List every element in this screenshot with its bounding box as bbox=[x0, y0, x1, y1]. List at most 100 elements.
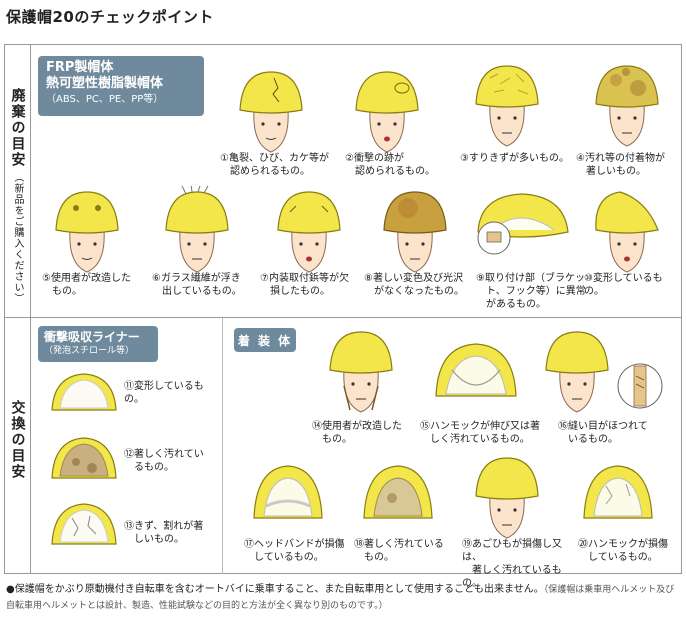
check-19-line1: あごひもが損傷し又は、 bbox=[462, 539, 562, 563]
helmet-deformed-illustration bbox=[595, 191, 659, 273]
check-16-line2: いるもの。 bbox=[568, 434, 618, 445]
check-19-caption: ⑲あごひもが損傷し又は、 著しく汚れているもの。 bbox=[462, 538, 578, 590]
page-title: 保護帽20のチェックポイント bbox=[6, 8, 214, 26]
helmet-dirty-illustration bbox=[595, 65, 659, 147]
check-6-line1: ガラス繊維が浮き bbox=[160, 273, 241, 284]
check-19-number: ⑲ bbox=[462, 539, 472, 550]
check-13-number: ⑬ bbox=[124, 521, 134, 532]
check-17-caption: ⑰ヘッドバンドが損傷 しているもの。 bbox=[244, 538, 352, 564]
wear-modified-illustration bbox=[329, 331, 393, 413]
frp-badge-line1: FRP製帽体 bbox=[46, 60, 114, 75]
check-3-number: ③ bbox=[460, 153, 469, 164]
check-5-caption: ⑤使用者が改造した もの。 bbox=[42, 272, 146, 298]
check-9-line1: 取り付け部（ブラケッ bbox=[484, 273, 585, 284]
side-divider bbox=[30, 44, 31, 574]
wear-chinstrap-illustration bbox=[475, 457, 539, 539]
check-14-number: ⑭ bbox=[312, 421, 322, 432]
side-label-dispose-sub: （新品をご購入ください） bbox=[12, 172, 23, 304]
check-20-line2: しているもの。 bbox=[588, 552, 658, 563]
check-1-line1: 亀裂、ひび、カケ等が bbox=[228, 153, 329, 164]
side-label-dispose: 廃棄の目安 （新品をご購入ください） bbox=[5, 88, 30, 304]
liner-badge: 衝撃吸収ライナー （発泡スチロール等） bbox=[38, 326, 158, 362]
check-8-caption: ⑧著しい変色及び光沢 がなくなったもの。 bbox=[364, 272, 474, 298]
footer-note: ●保護帽をかぶり原動機付き自転車を含むオートバイに乗車すること、また自転車用とし… bbox=[6, 582, 682, 614]
liner-deformed-illustration bbox=[51, 373, 117, 411]
check-18-line2: もの。 bbox=[364, 552, 394, 563]
footer-aside: （保護帽は乗車用ヘルメット及び自転車用ヘルメットとは設計、製造、性能試験などの目… bbox=[6, 585, 675, 611]
check-6-caption: ⑥ガラス繊維が浮き 出しているもの。 bbox=[152, 272, 258, 298]
check-15-caption: ⑮ハンモックが伸び又は著 しく汚れているもの。 bbox=[420, 420, 544, 446]
check-3-caption: ③すりきずが多いもの。 bbox=[460, 152, 570, 165]
check-8-line1: 著しい変色及び光沢 bbox=[372, 273, 463, 284]
check-6-number: ⑥ bbox=[152, 273, 161, 284]
helmet-rivet-missing-illustration bbox=[277, 191, 341, 273]
check-20-number: ⑳ bbox=[578, 539, 588, 550]
frp-badge: FRP製帽体 熱可塑性樹脂製帽体 （ABS、PC、PE、PP等） bbox=[38, 56, 204, 116]
check-11-line1: 変形しているもの。 bbox=[124, 381, 204, 405]
check-4-caption: ④汚れ等の付着物が 著しいもの。 bbox=[576, 152, 682, 178]
check-16-caption: ⑯縫い目がほつれて いるもの。 bbox=[558, 420, 670, 446]
liner-cracked-illustration bbox=[51, 503, 117, 545]
check-2-line2: 認められるもの。 bbox=[355, 166, 435, 177]
check-7-number: ⑦ bbox=[260, 273, 269, 284]
check-7-line2: 損したもの。 bbox=[270, 286, 330, 297]
check-8-number: ⑧ bbox=[364, 273, 373, 284]
check-6-line2: 出しているもの。 bbox=[162, 286, 242, 297]
check-12-number: ⑫ bbox=[124, 449, 134, 460]
liner-badge-line1: 衝撃吸収ライナー bbox=[44, 330, 140, 344]
check-9-line3: があるもの。 bbox=[486, 299, 546, 310]
wear-hammock-damaged-illustration bbox=[583, 465, 653, 519]
liner-dirty-illustration bbox=[51, 437, 117, 479]
check-13-caption: ⑬きず、割れが著 しいもの。 bbox=[124, 520, 220, 546]
check-18-number: ⑱ bbox=[354, 539, 364, 550]
check-14-caption: ⑭使用者が改造した もの。 bbox=[312, 420, 416, 446]
check-9-line2: ト、フック等）に異常 bbox=[486, 286, 586, 297]
wear-stitches-illustration bbox=[545, 331, 663, 413]
helmet-discolored-illustration bbox=[383, 191, 447, 273]
check-20-line1: ハンモックが損傷 bbox=[588, 539, 668, 550]
helmet-glass-fiber-illustration bbox=[165, 186, 229, 273]
check-8-line2: がなくなったもの。 bbox=[374, 286, 464, 297]
helmet-scratches-illustration bbox=[475, 65, 539, 147]
check-16-number: ⑯ bbox=[558, 421, 568, 432]
check-5-number: ⑤ bbox=[42, 273, 51, 284]
section-divider bbox=[4, 317, 682, 318]
check-12-line1: 著しく汚れてい bbox=[134, 449, 204, 460]
helmet-modified-illustration bbox=[55, 191, 119, 273]
wear-badge: 着 装 体 bbox=[234, 328, 296, 352]
helmet-crack-illustration bbox=[239, 71, 303, 153]
main-frame bbox=[4, 44, 682, 574]
check-15-number: ⑮ bbox=[420, 421, 430, 432]
check-7-line1: 内装取付鋲等が欠 bbox=[268, 273, 349, 284]
wear-headband-illustration bbox=[253, 465, 323, 519]
check-18-caption: ⑱著しく汚れている もの。 bbox=[354, 538, 458, 564]
check-9-caption: ⑨取り付け部（ブラケッ ト、フック等）に異常 があるもの。 bbox=[476, 272, 588, 311]
liner-badge-line2: （発泡スチロール等） bbox=[44, 346, 135, 356]
check-4-line2: 著しいもの。 bbox=[586, 166, 646, 177]
liner-divider bbox=[222, 318, 223, 574]
check-12-line2: るもの。 bbox=[134, 462, 174, 473]
check-19-line2: 著しく汚れているもの。 bbox=[462, 565, 562, 589]
check-2-number: ② bbox=[345, 153, 354, 164]
check-20-caption: ⑳ハンモックが損傷 しているもの。 bbox=[578, 538, 680, 564]
check-13-line2: しいもの。 bbox=[134, 534, 184, 545]
check-5-line1: 使用者が改造した bbox=[50, 273, 131, 284]
check-1-line2: 認められるもの。 bbox=[230, 166, 310, 177]
check-10-number: ⑩ bbox=[584, 273, 593, 284]
check-17-line1: ヘッドバンドが損傷 bbox=[254, 539, 345, 550]
check-2-line1: 衝撃の跡が bbox=[353, 153, 404, 164]
check-14-line2: もの。 bbox=[322, 434, 352, 445]
frp-badge-line2: 熱可塑性樹脂製帽体 bbox=[46, 76, 164, 91]
check-5-line2: もの。 bbox=[52, 286, 82, 297]
check-7-caption: ⑦内装取付鋲等が欠 損したもの。 bbox=[260, 272, 360, 298]
check-11-number: ⑪ bbox=[124, 381, 134, 392]
check-17-number: ⑰ bbox=[244, 539, 254, 550]
check-3-line1: すりきずが多いもの。 bbox=[468, 153, 569, 164]
check-4-line1: 汚れ等の付着物が bbox=[584, 153, 665, 164]
check-10-caption: ⑩変形しているもの。 bbox=[584, 272, 682, 298]
check-1-number: ① bbox=[220, 153, 229, 164]
check-15-line2: しく汚れているもの。 bbox=[430, 434, 530, 445]
frp-badge-line3: （ABS、PC、PE、PP等） bbox=[46, 94, 164, 105]
check-10-line1: 変形しているもの。 bbox=[584, 273, 663, 297]
helmet-bracket-illustration bbox=[477, 193, 569, 255]
